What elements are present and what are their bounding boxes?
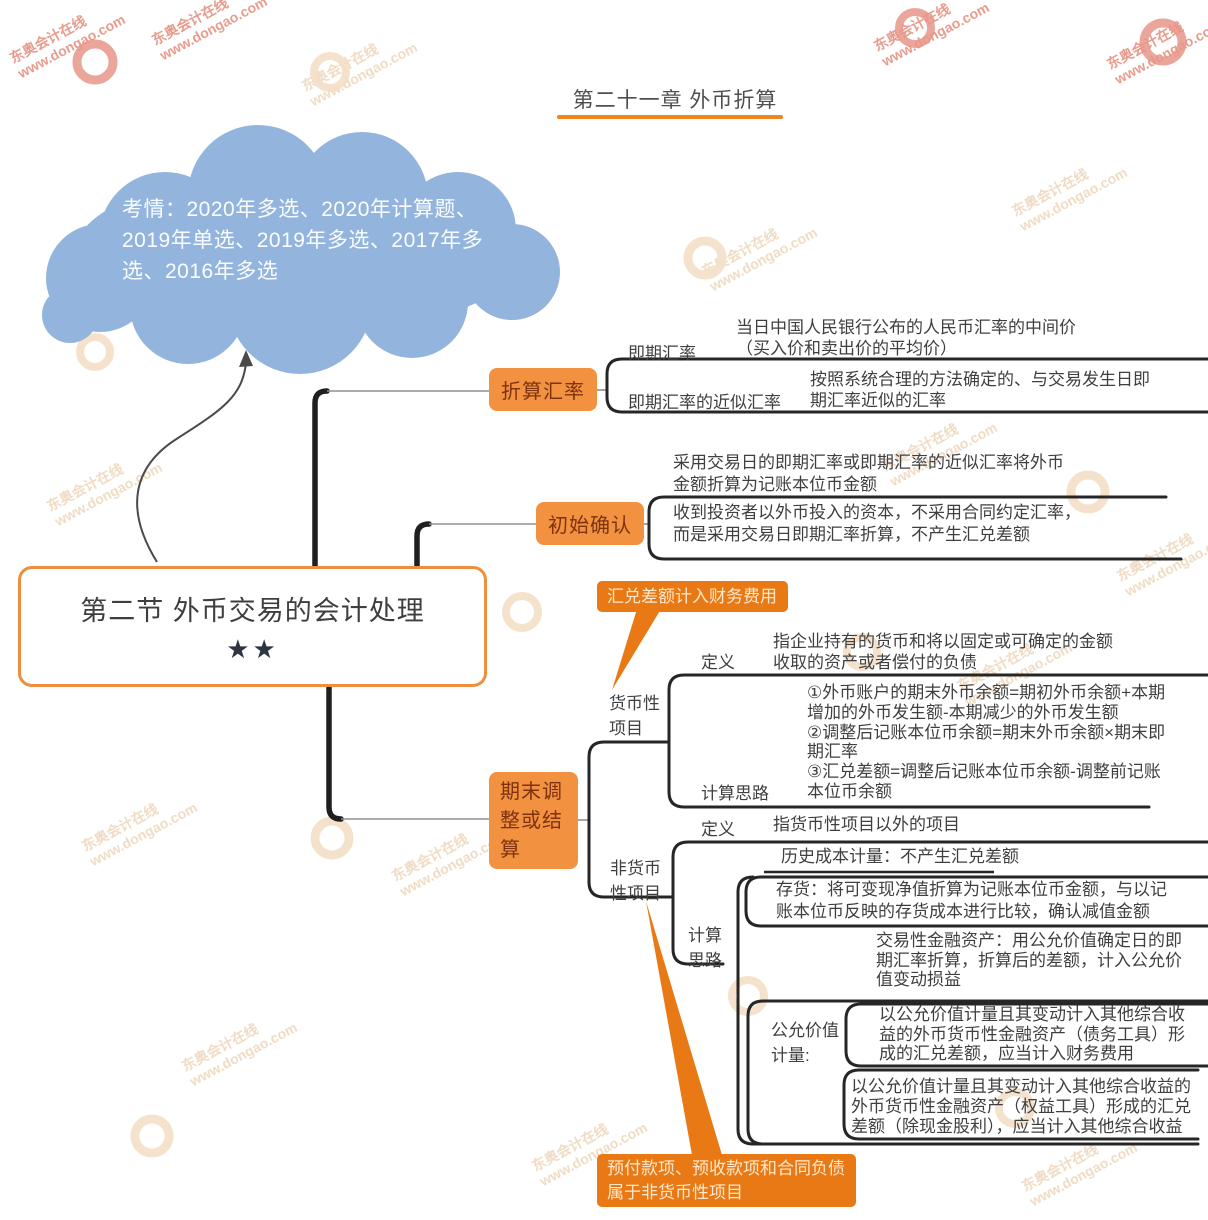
main-topic-node: 第二节 外币交易的会计处理 ★★ — [18, 566, 487, 687]
nonmonetary-definition: 指货币性项目以外的项目 — [773, 815, 960, 834]
title-underline — [557, 115, 783, 119]
chapter-title: 第二十一章 外币折算 — [572, 89, 778, 112]
branch-node-period-end: 期末调整或结算 — [489, 772, 578, 869]
nonmonetary-items-label: 非货币性项目 — [610, 859, 661, 903]
initial-rule-2: 收到投资者以外币投入的资本，不采用合同约定汇率， 而是采用交易日即期汇率折算，不… — [673, 503, 1081, 544]
approx-rate-desc: 按照系统合理的方法确定的、与交易发生日即 期汇率近似的汇率 — [810, 370, 1150, 410]
fair-value-equity-rule: 以公允价值计量且其变动计入其他综合收益的 外币货币性金融资产（权益工具）形成的汇… — [851, 1077, 1191, 1136]
callout-exchange-difference: 汇兑差额计入财务费用 — [597, 581, 788, 612]
branch-node-initial-recognition: 初始确认 — [536, 502, 644, 545]
main-topic-stars: ★★ — [226, 633, 279, 664]
inventory-rule: 存货：将可变现净值折算为记账本位币金额，与以记 账本位币反映的存货成本进行比较，… — [776, 880, 1167, 921]
thin-connectors — [327, 389, 649, 821]
fair-value-label: 公允价值计量: — [771, 1021, 839, 1065]
fair-value-debt-rule: 以公允价值计量且其变动计入其他综合收 益的外币货币性金融资产（债务工具）形 成的… — [879, 1005, 1185, 1063]
curved-arrow — [136, 350, 253, 563]
initial-rule-1: 采用交易日的即期汇率或即期汇率的近似汇率将外币 金额折算为记账本位币金额 — [673, 453, 1064, 494]
spot-rate-label: 即期汇率 — [628, 344, 696, 363]
monetary-calc-label: 计算思路 — [701, 784, 769, 803]
trading-asset-rule: 交易性金融资产：用公允价值确定日的即 期汇率折算，折算后的差额，计入公允价 值变… — [876, 931, 1182, 989]
callout-tail-bottom — [646, 901, 722, 1155]
callout-tail-top — [612, 609, 661, 690]
nonmonetary-definition-label: 定义 — [701, 820, 735, 839]
monetary-calc-steps: ①外币账户的期末外币余额=期初外币余额+本期 增加的外币发生额-本期减少的外币发… — [807, 683, 1166, 801]
arrowhead-icon — [239, 350, 253, 367]
approx-rate-label: 即期汇率的近似汇率 — [628, 393, 781, 412]
cloud-shape — [42, 125, 560, 374]
monetary-items-label: 货币性项目 — [609, 694, 660, 738]
bracket-boxes — [587, 357, 1208, 1146]
branch-node-translation-rate: 折算汇率 — [489, 368, 597, 411]
monetary-definition: 指企业持有的货币和将以固定或可确定的金额 收取的资产或者偿付的负债 — [773, 632, 1113, 672]
main-spines — [312, 388, 432, 822]
historical-cost-rule: 历史成本计量：不产生汇兑差额 — [781, 847, 1019, 866]
nonmonetary-calc-label: 计算思路 — [688, 926, 722, 970]
callout-prepayments-note: 预付款项、预收款项和合同负债 属于非货币性项目 — [597, 1154, 856, 1207]
main-topic-title: 第二节 外币交易的会计处理 — [80, 595, 425, 626]
spot-rate-desc: 当日中国人民银行公布的人民币汇率的中间价 （买入价和卖出价的平均价） — [736, 318, 1076, 358]
watermark-logo-icons — [72, 8, 1187, 1158]
monetary-definition-label: 定义 — [701, 653, 735, 672]
exam-history-note: 考情：2020年多选、2020年计算题、 2019年单选、2019年多选、201… — [122, 198, 484, 283]
